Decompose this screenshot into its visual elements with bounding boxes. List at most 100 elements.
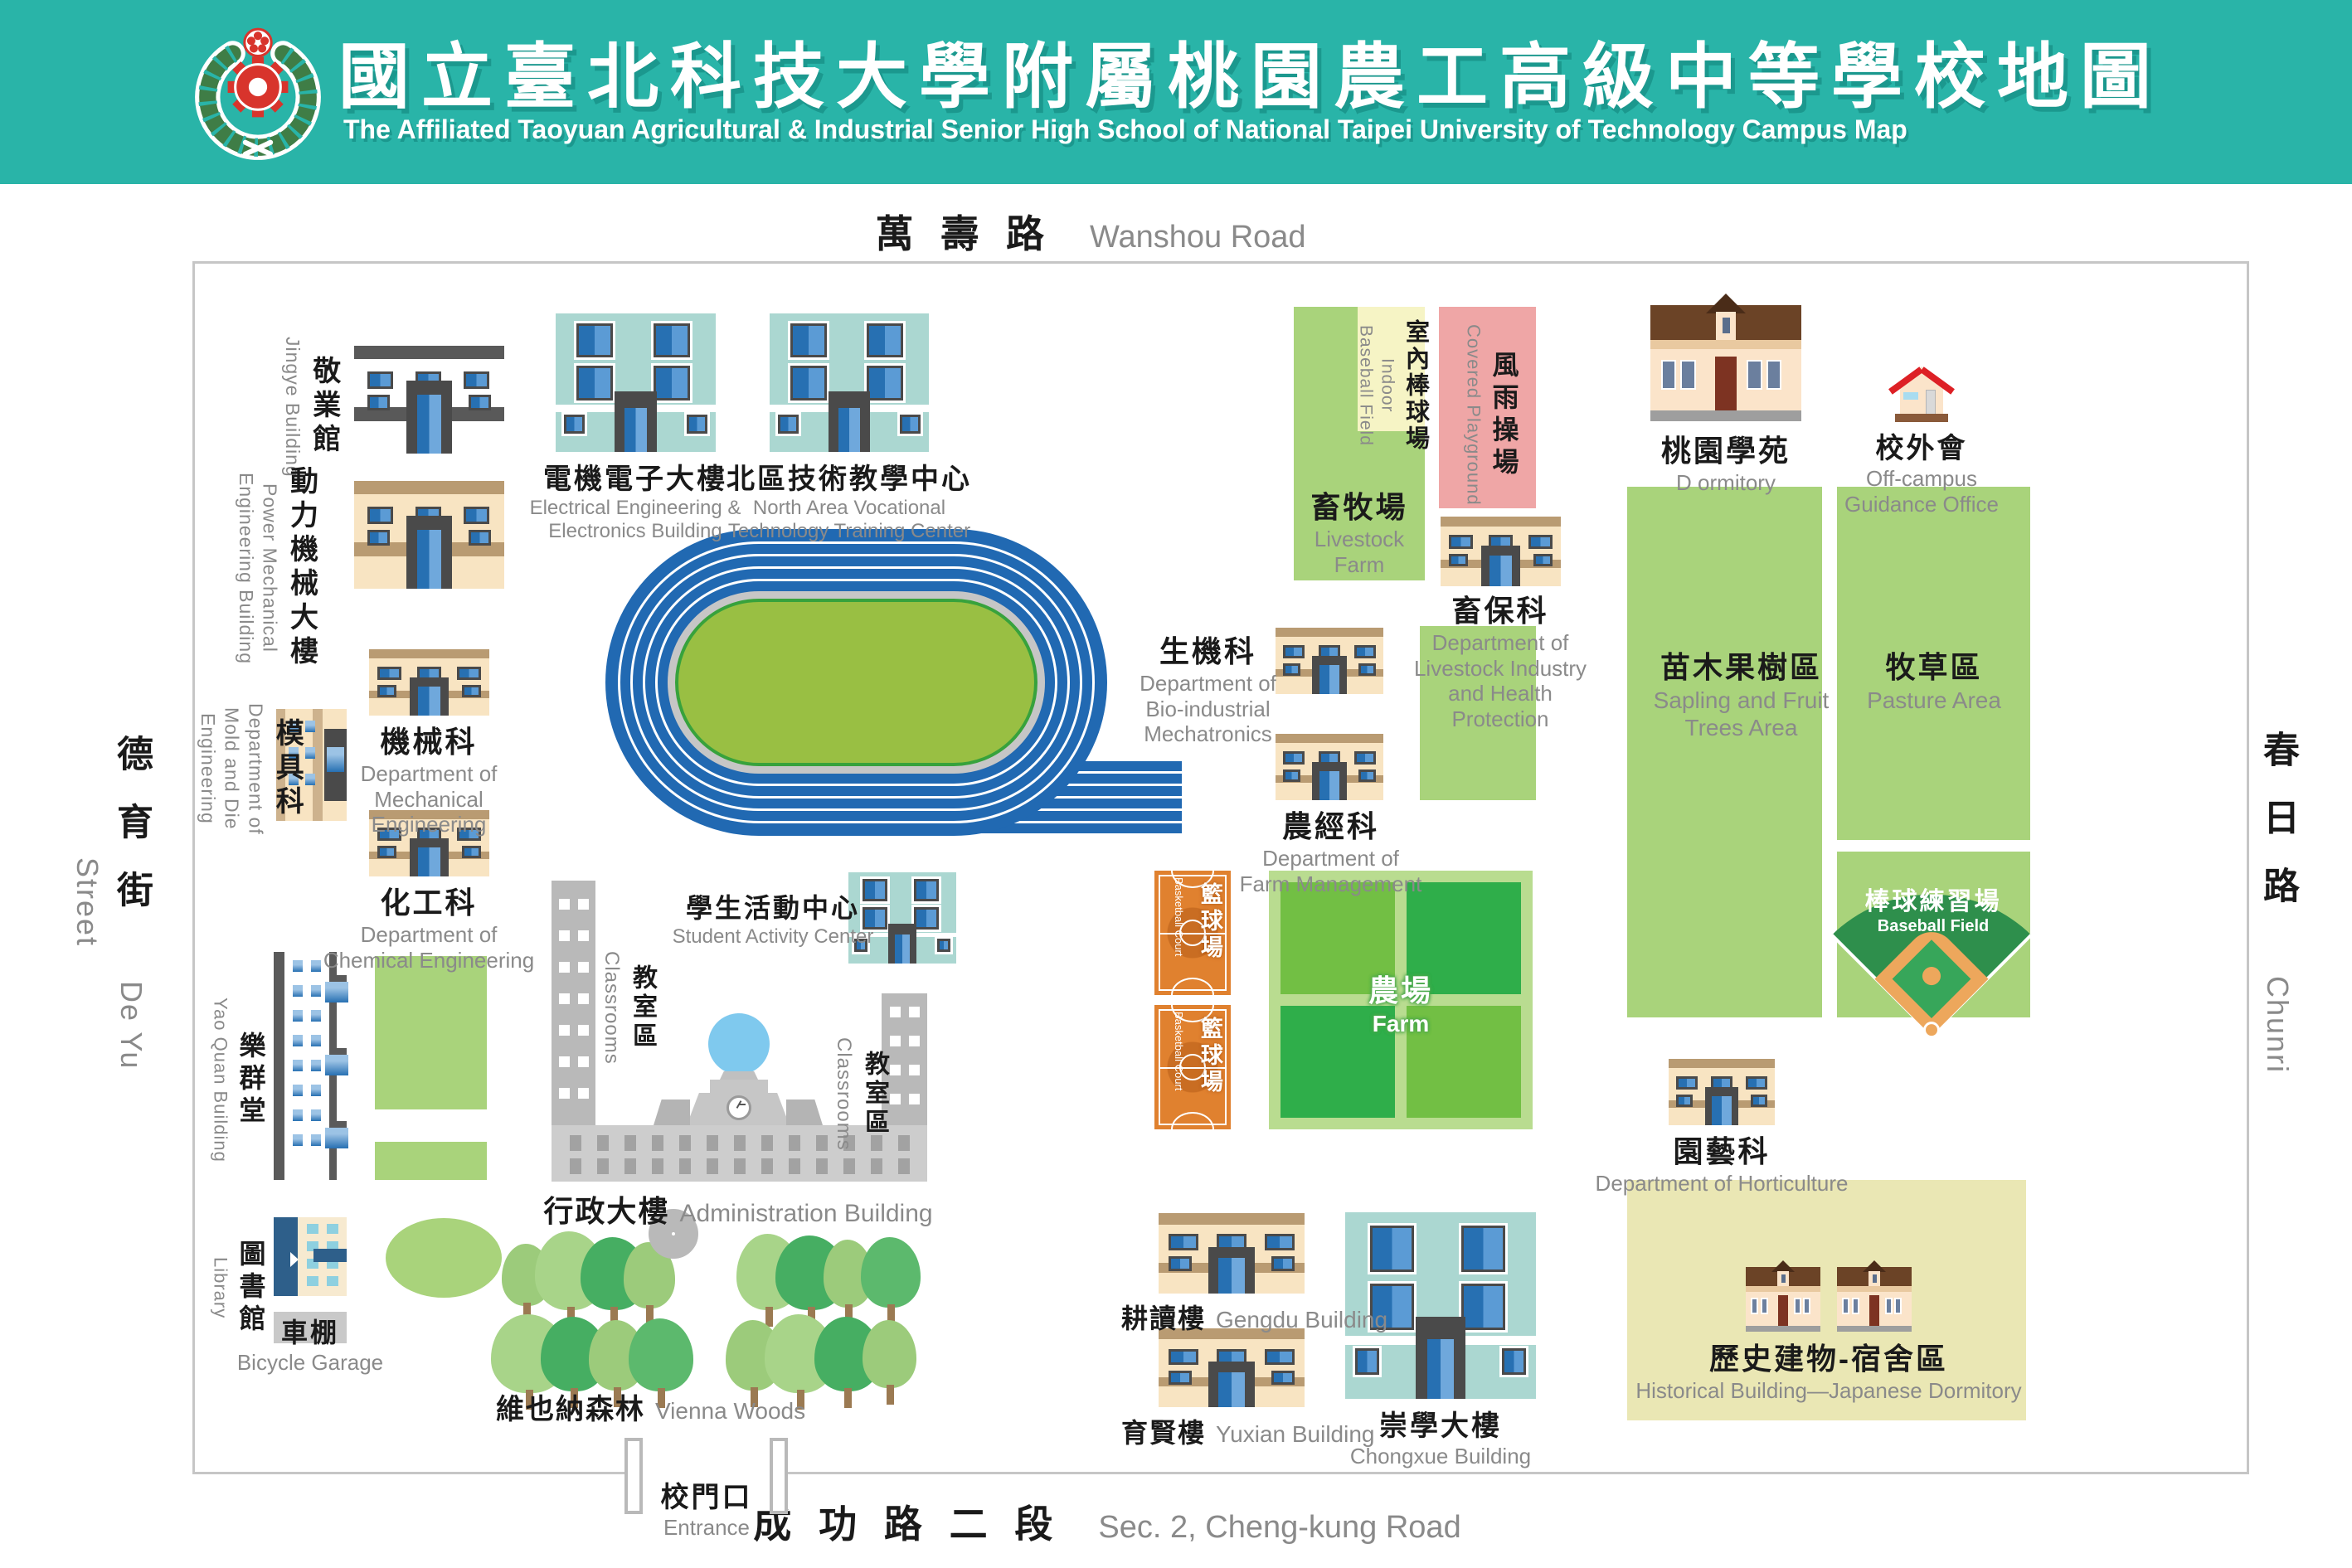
chongxue-building bbox=[1345, 1212, 1536, 1399]
dormitory-building bbox=[1650, 294, 1801, 421]
label-mech-eng: 機械科 Department of Mechanical Engineering bbox=[360, 725, 498, 837]
library-building bbox=[274, 1217, 347, 1296]
chemical-eng-building bbox=[369, 810, 489, 876]
label-library: 圖書館 Library bbox=[210, 1240, 266, 1337]
school-logo bbox=[195, 27, 321, 160]
entrance-gate-post bbox=[770, 1438, 788, 1514]
label-jingye: 敬業館 Jingye Building bbox=[281, 336, 340, 478]
japanese-dormitory-house bbox=[1837, 1260, 1912, 1332]
label-sapling: 苗木果樹區 Sapling and Fruit Trees Area bbox=[1653, 650, 1830, 741]
label-farm-mgmt: 農經科 Department of Farm Management bbox=[1239, 809, 1422, 896]
label-pasture: 牧草區 Pasture Area bbox=[1867, 650, 2001, 713]
label-electrical: 電機電子大樓 Electrical Engineering & Electron… bbox=[529, 464, 741, 543]
gengdu-building bbox=[1159, 1213, 1305, 1294]
road-label-deyu: 德育街 De Yu Street bbox=[70, 687, 158, 1118]
court-label-zh: 籃球場 bbox=[1197, 1016, 1222, 1096]
student-activity-center-building bbox=[848, 872, 956, 964]
basketball-court: 籃球場 Basketball Court bbox=[1154, 1005, 1231, 1129]
label-livestock-farm: 畜牧場 Livestock Farm bbox=[1310, 490, 1408, 577]
clock-icon bbox=[726, 1095, 751, 1120]
label-horticulture: 園藝科 Department of Horticulture bbox=[1595, 1134, 1849, 1196]
road-name-en: De Yu Street bbox=[70, 857, 148, 1070]
road-label-chengkung: 成 功 路 二 段 Sec. 2, Cheng-kung Road bbox=[753, 1494, 1460, 1549]
tree bbox=[863, 1320, 916, 1405]
road-name-zh: 成 功 路 二 段 bbox=[753, 1502, 1062, 1546]
page-subtitle: The Affiliated Taoyuan Agricultural & In… bbox=[343, 114, 1907, 144]
tree bbox=[861, 1237, 921, 1324]
label-vienna: 維也納森林 Vienna Woods bbox=[496, 1394, 806, 1425]
basketball-court: 籃球場 Basketball Court bbox=[1154, 871, 1231, 995]
label-dormitory: 桃園學苑 D ormitory bbox=[1660, 434, 1791, 495]
court-label-zh: 籃球場 bbox=[1197, 881, 1222, 962]
area-sapling-fruit-trees bbox=[1627, 487, 1822, 1017]
mold-die-building bbox=[276, 709, 347, 821]
off-campus-office-house bbox=[1888, 363, 1955, 423]
road-name-en: Wanshou Road bbox=[1090, 220, 1306, 255]
court-label-en: Basketball Court bbox=[1173, 876, 1186, 956]
livestock-dept-building bbox=[1441, 517, 1561, 586]
label-bike: 車棚 Bicycle Garage bbox=[236, 1318, 384, 1375]
north-training-center-building bbox=[770, 313, 929, 452]
road-name-en: Sec. 2, Cheng-kung Road bbox=[1098, 1510, 1461, 1545]
road-name-zh: 德育街 bbox=[111, 735, 152, 939]
track-lane bbox=[630, 554, 1082, 811]
label-gengdu: 耕讀樓 Gengdu Building bbox=[1121, 1303, 1388, 1333]
classrooms-tower-right bbox=[882, 993, 927, 1125]
area-indoor-baseball bbox=[1358, 307, 1425, 431]
administration-building bbox=[552, 1125, 927, 1182]
admin-dome bbox=[708, 1013, 770, 1075]
header: 國立臺北科技大學附屬桃園農工高級中等學校地圖 The Affiliated Ta… bbox=[0, 0, 2352, 184]
label-chem-eng: 化工科 Department of Chemical Engineering bbox=[323, 886, 535, 973]
label-yaoquan: 樂群堂 Yao Quan Building bbox=[210, 997, 266, 1163]
label-bio-mech: 生機科 Department of Bio-industrial Mechatr… bbox=[1140, 634, 1276, 747]
label-power-mech: 動力機械大樓 Power Mechanical Engineering Buil… bbox=[235, 466, 318, 670]
yuxian-building bbox=[1159, 1328, 1305, 1407]
mechanical-eng-building bbox=[369, 649, 489, 716]
label-yuxian: 育賢樓 Yuxian Building bbox=[1121, 1418, 1375, 1448]
electrical-building bbox=[556, 313, 716, 452]
admin-tower-cap bbox=[710, 1080, 768, 1093]
road-label-wanshou: 萬 壽 路 Wanshou Road bbox=[833, 204, 1348, 259]
tree bbox=[629, 1318, 693, 1408]
track-infield bbox=[675, 599, 1038, 766]
area-lawn-oval bbox=[386, 1218, 502, 1298]
label-historical: 歷史建物-宿舍區 Historical Building—Japanese Do… bbox=[1635, 1342, 2022, 1403]
japanese-dormitory-house bbox=[1746, 1260, 1820, 1332]
bicycle-garage bbox=[274, 1312, 347, 1343]
yaoquan-building bbox=[274, 952, 348, 1180]
farm-management-building bbox=[1276, 734, 1383, 800]
label-indoor-baseball: 室內棒球場 Indoor Baseball Field bbox=[1356, 319, 1429, 452]
horticulture-building bbox=[1669, 1059, 1775, 1125]
label-baseball-practice: 棒球練習場 Baseball Field bbox=[1864, 888, 2002, 935]
road-name-zh: 萬 壽 路 bbox=[875, 212, 1053, 255]
track-lane bbox=[655, 579, 1057, 786]
area-covered-playground bbox=[1439, 307, 1536, 508]
area-farm bbox=[1269, 871, 1533, 1129]
jingye-building bbox=[354, 346, 504, 454]
label-classrooms-left: 教室區 Classrooms bbox=[600, 951, 656, 1065]
label-mold-die: 模具科 Department of Mold and Die Engineeri… bbox=[197, 702, 304, 835]
entrance-gate-post bbox=[624, 1438, 643, 1514]
label-north-center: 北區技術教學中心 North Area Vocational Technolog… bbox=[726, 464, 972, 543]
label-covered-playground: 風雨操場 Covered Playground bbox=[1463, 324, 1519, 506]
area-lawn-2 bbox=[375, 1142, 487, 1180]
track-lane bbox=[618, 541, 1095, 823]
label-off-campus: 校外會 Off-campus Guidance Office bbox=[1844, 433, 1999, 517]
road-name-zh: 春日路 bbox=[2257, 730, 2298, 934]
area-historical-dormitory bbox=[1627, 1180, 2026, 1420]
page-title: 國立臺北科技大學附屬桃園農工高級中等學校地圖 bbox=[338, 37, 2163, 117]
entrance-gap bbox=[628, 1468, 787, 1478]
power-mechanical-building bbox=[354, 481, 504, 589]
track-lane bbox=[643, 566, 1070, 799]
label-classrooms-right: 教室區 Classrooms bbox=[833, 1037, 888, 1151]
admin-pedestal bbox=[719, 1071, 759, 1081]
label-livestock-dept: 畜保科 Department of Livestock Industry and… bbox=[1413, 594, 1587, 732]
running-track bbox=[605, 529, 1107, 836]
area-pasture bbox=[1837, 487, 2030, 840]
label-farm: 農場 Farm bbox=[1368, 973, 1433, 1036]
area-lawn-1 bbox=[375, 956, 487, 1109]
label-chongxue: 崇學大樓 Chongxue Building bbox=[1349, 1410, 1532, 1468]
classrooms-tower-left bbox=[552, 881, 595, 1125]
label-admin: 行政大樓 Administration Building bbox=[543, 1194, 933, 1228]
